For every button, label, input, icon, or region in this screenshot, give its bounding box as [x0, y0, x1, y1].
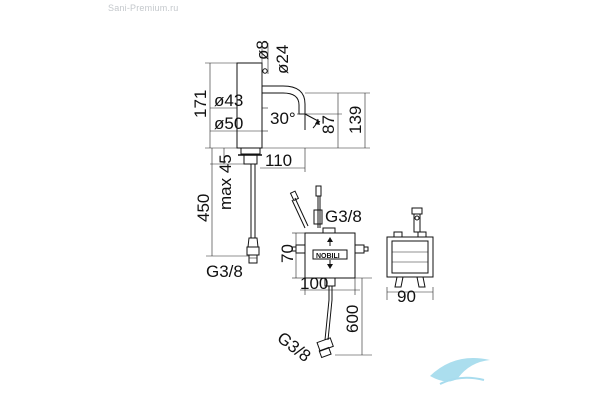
label-height-70: 70	[278, 244, 297, 263]
watermark-text: Sani-Premium.ru	[108, 3, 179, 13]
logo-swoosh-icon	[430, 358, 490, 382]
label-height-139: 139	[346, 106, 365, 134]
faucet-body	[236, 62, 307, 264]
faucet-dimension-lines	[205, 62, 370, 257]
label-g38-faucet: G3/8	[206, 262, 243, 281]
control-box-side	[386, 207, 434, 300]
label-height-87: 87	[319, 115, 338, 134]
spout-sensor	[261, 43, 321, 130]
label-height-450: 450	[194, 194, 213, 222]
label-max-45: max 45	[216, 154, 235, 210]
label-d8: ø8	[253, 40, 272, 60]
label-g38-box-top: G3/8	[325, 207, 362, 226]
label-angle-30: 30°	[270, 109, 296, 128]
label-d50: ø50	[214, 114, 243, 133]
label-g38-box-bottom: G3/8	[274, 328, 315, 366]
label-d43: ø43	[214, 91, 243, 110]
label-width-110: 110	[265, 151, 292, 170]
label-height-171: 171	[191, 90, 210, 118]
label-d24: ø24	[273, 45, 292, 74]
brand-logo	[430, 358, 490, 385]
label-width-90: 90	[397, 287, 416, 306]
box-dimension-lines	[292, 232, 372, 356]
label-width-100: 100	[300, 274, 328, 293]
label-height-600: 600	[343, 305, 362, 333]
logo-wave-icon	[439, 376, 485, 385]
control-box-front: NOBILI	[289, 185, 369, 359]
box-brand-label: NOBILI	[316, 253, 340, 260]
